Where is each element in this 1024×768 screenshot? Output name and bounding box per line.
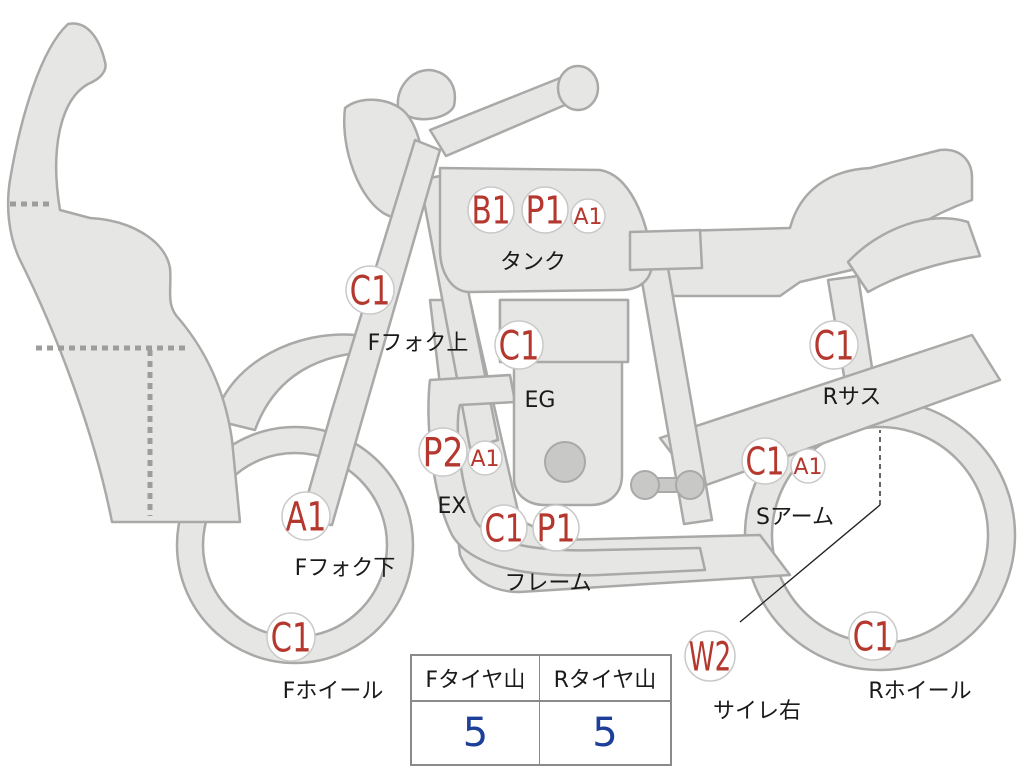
mirror	[396, 68, 457, 121]
code-marker-text: A1	[286, 494, 327, 540]
code-marker-text: A1	[470, 447, 499, 472]
rear-tire-header: Rタイヤ山	[539, 656, 670, 702]
part-labels: タンク Fフォク上 EG Rサス EX Sアーム Fフォク下 フレーム Fホイー…	[283, 250, 972, 724]
code-marker-text: C1	[499, 323, 540, 369]
code-marker-circle	[467, 186, 515, 234]
code-marker-text: W2	[689, 634, 732, 680]
code-marker-circle	[741, 437, 789, 485]
label-ex: EX	[438, 494, 467, 519]
muffler-leader	[739, 504, 881, 623]
rear-tire-value: 5	[592, 710, 618, 756]
label-eg: EG	[525, 388, 556, 413]
code-marker-eg-c1: C1	[494, 320, 544, 370]
code-marker-ffork-lower-a1: A1	[281, 491, 331, 541]
code-marker-circle	[570, 198, 606, 234]
code-marker-circle	[266, 612, 316, 662]
code-marker-circle	[848, 611, 898, 661]
code-marker-text: C1	[350, 268, 391, 314]
code-marker-text: A1	[793, 455, 822, 480]
label-muffler: サイレ右	[713, 699, 801, 724]
code-marker-ffork-upper-c1: C1	[345, 265, 395, 315]
code-marker-text: C1	[745, 440, 784, 484]
tank-connector	[628, 228, 704, 272]
footpeg-end-left	[630, 470, 660, 500]
code-marker-text: P2	[423, 430, 464, 476]
code-marker-rsus-c1: C1	[809, 320, 859, 370]
label-ffork-lower: Fフォク下	[295, 556, 396, 581]
rear-cowl	[846, 217, 982, 294]
label-sarm: Sアーム	[756, 505, 834, 530]
handlebar-grip	[556, 64, 600, 112]
engine-case	[544, 441, 586, 483]
code-marker-ex-p2: P2	[418, 427, 468, 477]
tire-table-value-row: 5 5	[412, 701, 670, 764]
tire-table-header-row: Fタイヤ山 Rタイヤ山	[412, 656, 670, 702]
code-marker-fwheel-c1: C1	[266, 612, 316, 662]
code-marker-frame-p1: P1	[532, 504, 580, 552]
code-marker-rwheel-c1: C1	[848, 611, 898, 661]
code-marker-tank-a1: A1	[570, 198, 606, 234]
code-marker-text: C1	[853, 614, 894, 660]
code-marker-circle	[345, 265, 395, 315]
code-marker-tank-p1: P1	[521, 186, 569, 234]
code-marker-text: B1	[471, 189, 510, 233]
code-marker-text: C1	[484, 507, 523, 551]
code-marker-text: C1	[814, 323, 855, 369]
tire-tread-table: Fタイヤ山 Rタイヤ山 5 5	[410, 654, 672, 766]
label-fwheel: Fホイール	[283, 679, 384, 704]
label-frame: フレーム	[504, 571, 591, 596]
code-marker-frame-c1: C1	[480, 504, 528, 552]
footpeg-end-right	[675, 470, 705, 500]
front-tire-header: Fタイヤ山	[412, 656, 540, 702]
code-marker-circle	[684, 630, 736, 682]
code-marker-muffler-w2: W2	[684, 630, 736, 682]
code-marker-circle	[790, 448, 826, 484]
code-marker-text: C1	[271, 615, 312, 661]
code-marker-sarm-c1: C1	[741, 437, 789, 485]
code-marker-text: P1	[536, 507, 575, 551]
code-marker-circle	[467, 440, 503, 476]
code-marker-text: P1	[525, 189, 564, 233]
front-tire-value: 5	[412, 701, 540, 764]
code-marker-circle	[418, 427, 468, 477]
fairing	[6, 22, 242, 524]
code-marker-circle	[281, 491, 331, 541]
tire-tread-grid: Fタイヤ山 Rタイヤ山 5 5	[412, 656, 670, 764]
code-marker-text: A1	[573, 205, 602, 230]
front-fork	[298, 138, 442, 527]
code-marker-tank-b1: B1	[467, 186, 515, 234]
label-tank: タンク	[500, 250, 566, 275]
code-marker-circle	[480, 504, 528, 552]
code-marker-circle	[809, 320, 859, 370]
code-marker-sarm-a1: A1	[790, 448, 826, 484]
label-rwheel: Rホイール	[868, 679, 971, 704]
label-ffork-upper: Fフォク上	[368, 331, 469, 356]
code-marker-circle	[494, 320, 544, 370]
code-marker-ex-a1: A1	[467, 440, 503, 476]
code-marker-circle	[532, 504, 580, 552]
label-rsus: Rサス	[823, 385, 882, 410]
code-marker-circle	[521, 186, 569, 234]
leader-lines	[739, 430, 881, 623]
